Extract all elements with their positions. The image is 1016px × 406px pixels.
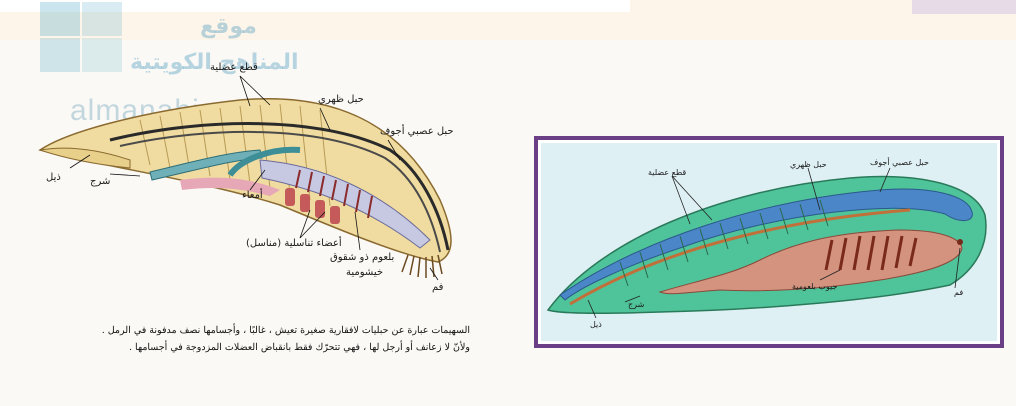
label-anus-right: شرج <box>628 300 644 309</box>
right-mouth-dot <box>957 239 963 245</box>
label-dorsal-cord-right: حبل ظهري <box>790 160 827 169</box>
label-gill-pouches-right: جيوب بلعومية <box>792 282 837 291</box>
label-nerve-cord-right: حبل عصبي أجوف <box>870 158 929 167</box>
label-tail-right: ذيل <box>590 320 602 329</box>
label-muscle-segments-right: قطع عضلية <box>648 168 686 177</box>
label-mouth-right: فم <box>954 288 963 297</box>
